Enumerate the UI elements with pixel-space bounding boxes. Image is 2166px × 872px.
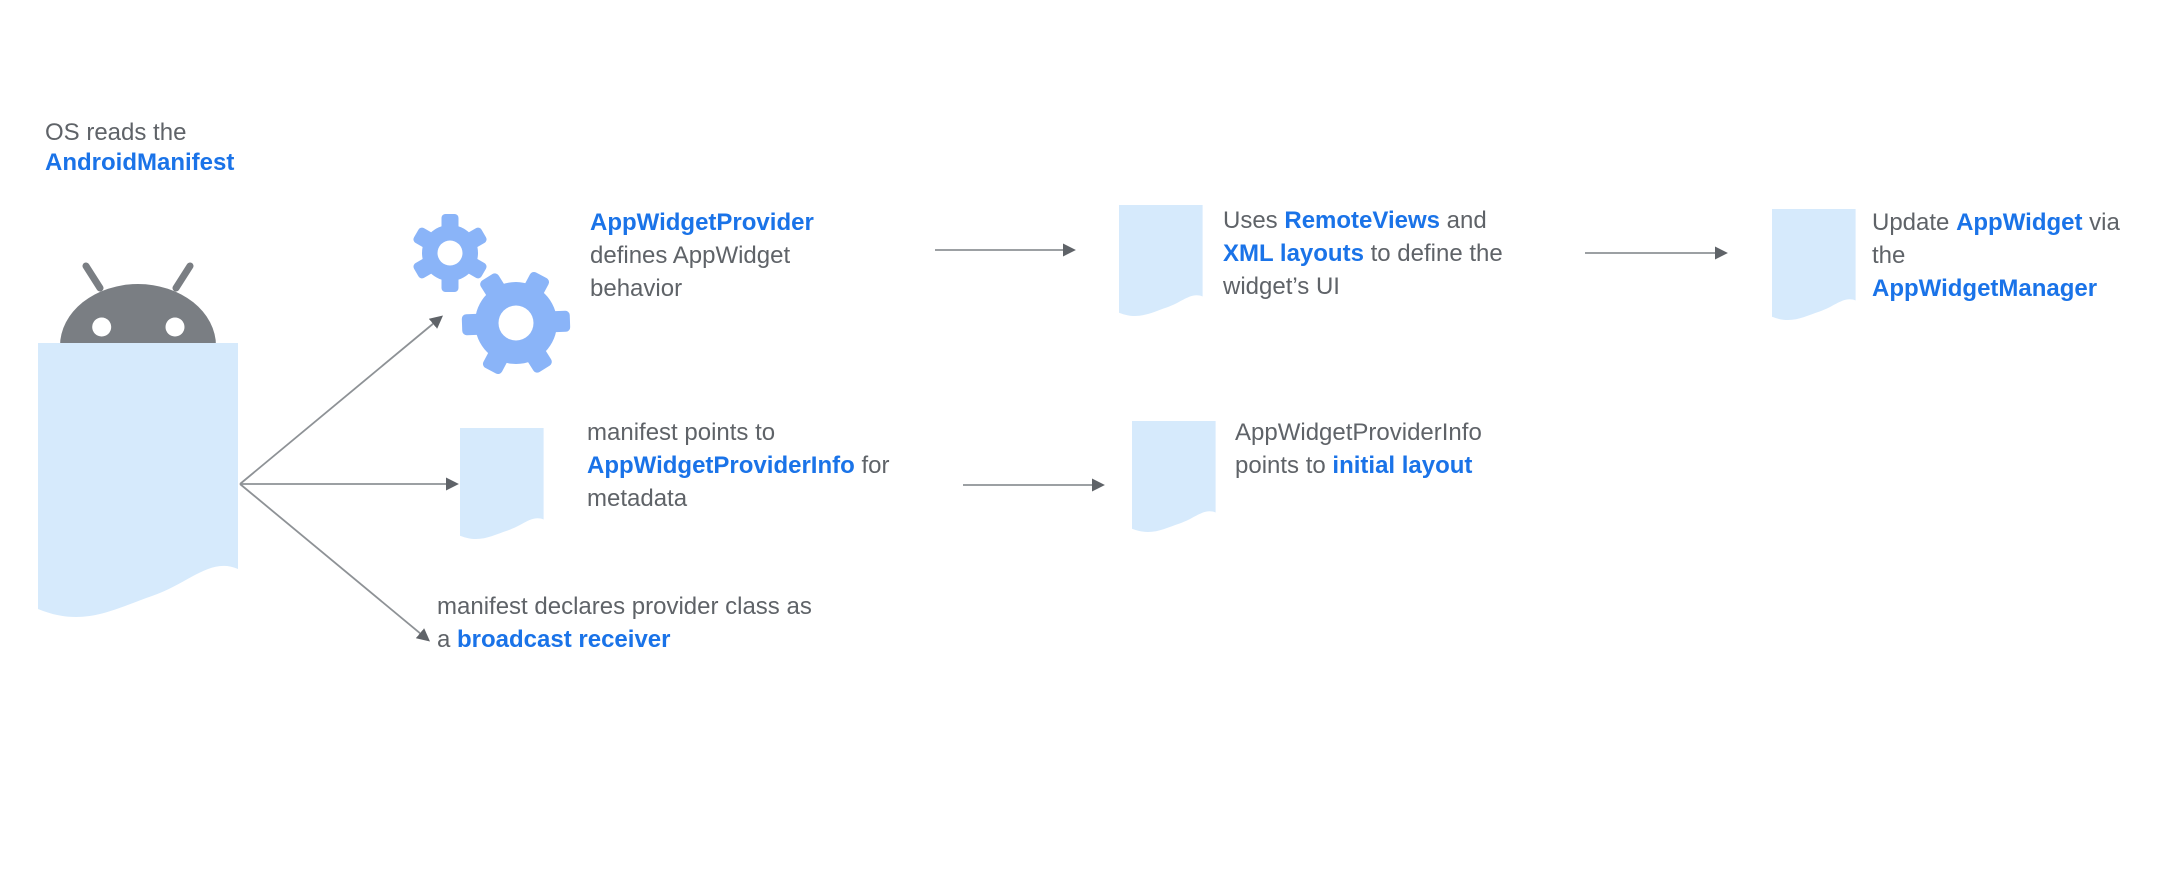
label-text: manifest declares provider class as: [437, 593, 812, 620]
document-icon-update: [1772, 209, 1856, 320]
label-line: metadata: [587, 482, 889, 515]
label-line: AndroidManifest: [45, 148, 234, 178]
document-icon-initial-layout: [1132, 421, 1216, 532]
remoteviews-label: Uses RemoteViews and XML layouts to defi…: [1223, 204, 1503, 303]
label-line: OS reads the: [45, 118, 234, 148]
label-text: for: [854, 452, 890, 479]
document-icon-providerinfo: [460, 428, 544, 539]
label-line: AppWidgetManager: [1872, 272, 2120, 305]
remoteviews-link[interactable]: RemoteViews: [1284, 207, 1440, 234]
label-text: OS reads the: [45, 119, 187, 146]
appwidgetmanager-link[interactable]: AppWidgetManager: [1872, 275, 2098, 302]
label-text: a: [437, 626, 458, 653]
android-robot-icon: [60, 262, 216, 346]
providerinfo-points-label: AppWidgetProviderInfo points to initial …: [1235, 416, 1482, 482]
label-text: metadata: [587, 485, 688, 512]
label-line: Uses RemoteViews and: [1223, 204, 1503, 237]
label-line: Update AppWidget via: [1872, 206, 2120, 239]
label-text: and: [1439, 207, 1487, 234]
label-text: behavior: [590, 275, 683, 302]
arrow-manifest-to-broadcast: [239, 483, 431, 642]
label-line: AppWidgetProviderInfo for: [587, 449, 889, 482]
label-line: AppWidgetProvider: [590, 206, 814, 239]
label-line: AppWidgetProviderInfo: [1235, 416, 1482, 449]
manifest-document-icon: [38, 343, 238, 618]
label-text: Update: [1872, 209, 1957, 236]
label-text: manifest points to: [587, 419, 776, 446]
label-text: the: [1872, 242, 1906, 269]
initial-layout-link[interactable]: initial layout: [1332, 452, 1473, 479]
label-text: points to: [1235, 452, 1333, 479]
appwidget-link[interactable]: AppWidget: [1956, 209, 2083, 236]
appwidgetprovider-label: AppWidgetProvider defines AppWidget beha…: [590, 206, 814, 305]
label-text: widget’s UI: [1223, 273, 1340, 300]
label-line: the: [1872, 239, 2120, 272]
gears-icon: [413, 214, 571, 375]
appwidgetproviderinfo-link[interactable]: AppWidgetProviderInfo: [587, 452, 855, 479]
label-text: Uses: [1223, 207, 1285, 234]
big-gear: [461, 271, 571, 375]
small-gear: [413, 214, 487, 292]
broadcast-receiver-label: manifest declares provider class as a br…: [437, 590, 812, 656]
label-line: manifest declares provider class as: [437, 590, 812, 623]
manifest-points-label: manifest points to AppWidgetProviderInfo…: [587, 416, 889, 515]
label-line: manifest points to: [587, 416, 889, 449]
label-line: defines AppWidget: [590, 239, 814, 272]
update-appwidget-label: Update AppWidget via the AppWidgetManage…: [1872, 206, 2120, 305]
label-line: points to initial layout: [1235, 449, 1482, 482]
label-line: XML layouts to define the: [1223, 237, 1503, 270]
label-text: to define the: [1363, 240, 1503, 267]
document-icon-remoteviews: [1119, 205, 1203, 316]
label-line: behavior: [590, 272, 814, 305]
xml-layouts-link[interactable]: XML layouts: [1223, 240, 1364, 267]
label-line: widget’s UI: [1223, 270, 1503, 303]
label-text: via: [2082, 209, 2120, 236]
arrow-manifest-to-gears: [239, 315, 444, 485]
androidmanifest-link[interactable]: AndroidManifest: [45, 149, 235, 176]
label-line: a broadcast receiver: [437, 623, 812, 656]
label-text: defines AppWidget: [590, 242, 791, 269]
appwidgetprovider-link[interactable]: AppWidgetProvider: [590, 209, 814, 236]
label-text: AppWidgetProviderInfo: [1235, 419, 1482, 446]
broadcast-receiver-link[interactable]: broadcast receiver: [457, 626, 671, 653]
os-reads-manifest-label: OS reads the AndroidManifest: [45, 118, 234, 178]
